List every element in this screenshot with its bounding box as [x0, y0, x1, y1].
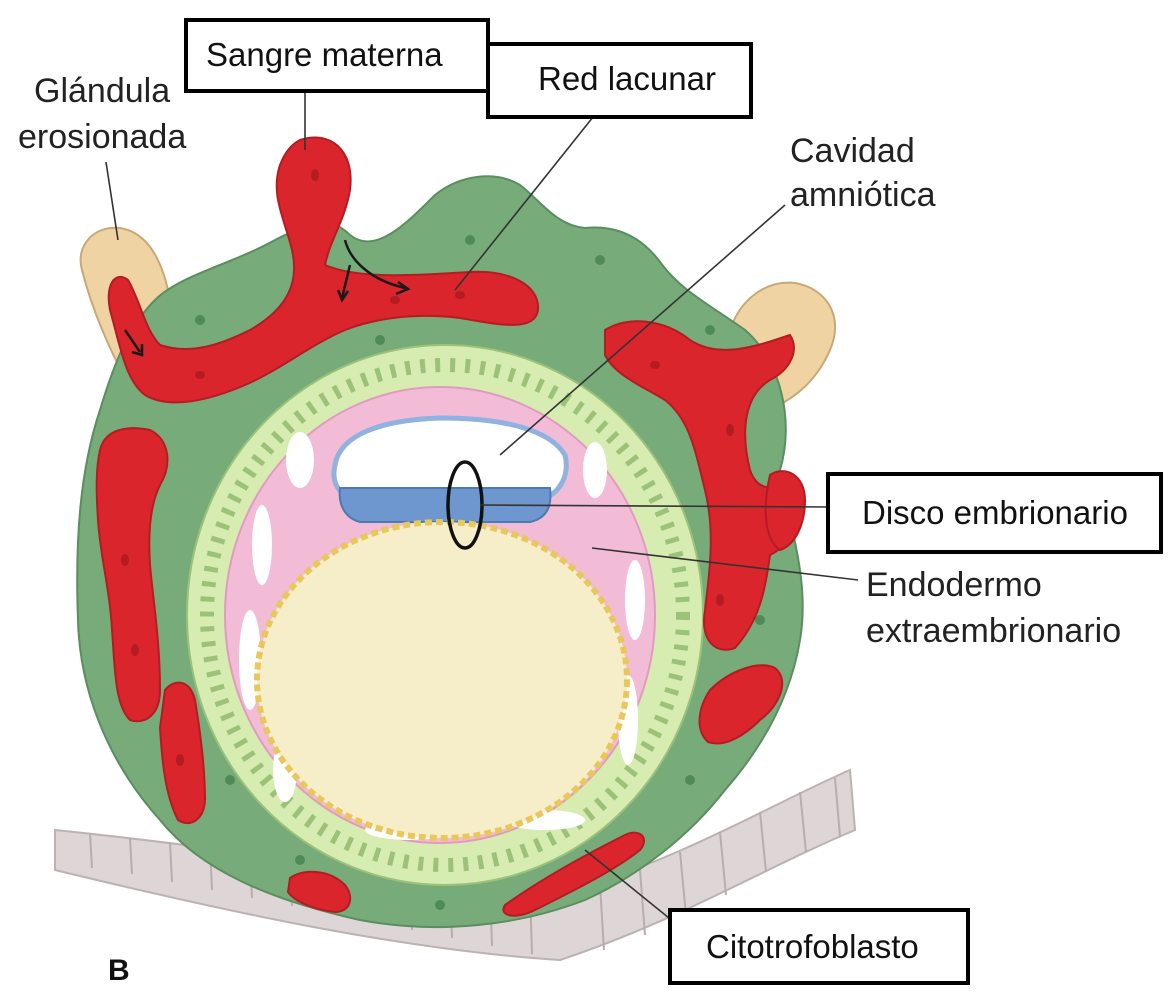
- label-endodermo-line1: Endodermo: [866, 566, 1042, 604]
- label-disco-embrionario: Disco embrionario: [862, 494, 1128, 531]
- label-glandula-line1: Glándula: [34, 72, 170, 110]
- citotrofoblasto-box: [668, 908, 970, 985]
- red-lacunar-box: [486, 42, 753, 119]
- leader-glandula: [105, 161, 119, 241]
- label-glandula-line2: erosionada: [18, 118, 186, 156]
- label-cavidad-line2: amniótica: [790, 176, 936, 214]
- primitive-yolk-sac: [254, 519, 630, 841]
- disco-embrionario-box: [826, 472, 1163, 554]
- embryonic-disc: [338, 487, 552, 523]
- label-endodermo-line2: extraembrionario: [866, 612, 1121, 650]
- label-red-lacunar: Red lacunar: [538, 60, 716, 97]
- cytotrophoblast-cells: [200, 358, 690, 872]
- label-cavidad-line1: Cavidad: [790, 132, 915, 170]
- panel-letter: B: [108, 954, 130, 987]
- label-sangre-materna: Sangre materna: [206, 36, 443, 73]
- leader-red-lacunar: [454, 101, 606, 291]
- leader-endodermo: [591, 547, 859, 581]
- sangre-materna-box: [184, 18, 490, 93]
- label-citotrofoblasto: Citotrofoblasto: [706, 928, 919, 965]
- leader-cavidad: [499, 204, 786, 456]
- blood-cell-marks: [121, 169, 734, 766]
- blood-flow-arrows: [123, 239, 411, 357]
- leader-disco: [479, 504, 829, 508]
